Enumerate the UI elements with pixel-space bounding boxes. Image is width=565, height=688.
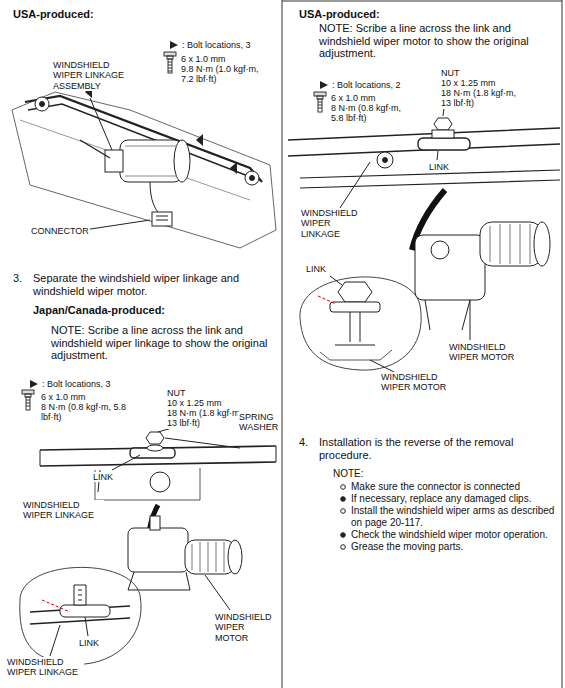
step-number: 3. <box>12 272 23 285</box>
note-text: NOTE: Scribe a line across the link and … <box>318 22 556 60</box>
torque-spec: 9.8 N·m (1.0 kgf·m, 7.2 lbf·ft) <box>180 64 262 85</box>
torque-spec: 8 N·m (0.8 kgf·m, 5.8 lbf·ft) <box>40 402 128 423</box>
part-label: WINDSHIELD WIPER MOTOR <box>380 372 458 393</box>
step-text: Installation is the reverse of the remov… <box>318 436 556 461</box>
part-label: LINK <box>305 264 327 274</box>
page-border <box>562 0 563 688</box>
note-item: If necessary, replace any damaged clips. <box>350 493 558 505</box>
bolt-size: 10 x 1.25 mm <box>166 398 223 408</box>
linkage-drawing <box>40 432 276 500</box>
part-label: WINDSHIELD WIPER LINKAGE ASSEMBLY <box>52 60 132 91</box>
bolt-size: 6 x 1.0 mm <box>330 93 377 103</box>
torque-spec: 18 N·m (1.8 kgf·m, 13 lbf·ft) <box>166 408 248 429</box>
part-label: LINK <box>78 638 100 648</box>
part-label: WINDSHIELD WIPER LINKAGE <box>300 208 372 239</box>
bolt-legend: : Bolt locations, 3 <box>181 40 252 50</box>
bolt-location-icon <box>30 41 328 388</box>
bolt-symbol <box>22 52 326 410</box>
part-label: WINDSHIELD WIPER LINKAGE <box>22 500 104 521</box>
part-label: WINDSHIELD WIPER MOTOR <box>448 342 522 363</box>
linkage-assembly-drawing <box>12 86 276 248</box>
list-bullet <box>341 485 346 550</box>
section-heading: USA-produced: <box>12 8 95 21</box>
part-label: LINK <box>428 162 450 172</box>
motor-drawing <box>412 190 550 330</box>
part-label: WINDSHIELD WIPER MOTOR <box>214 612 280 643</box>
leader-line <box>98 420 240 610</box>
detail-inset <box>300 277 421 370</box>
torque-spec: 18 N·m (1.8 kgf·m, 13 lbf·ft) <box>440 88 522 109</box>
part-label: CONNECTOR <box>30 226 90 236</box>
bolt-legend: : Bolt locations, 3 <box>41 379 112 389</box>
torque-spec: 8 N·m (0.8 kgf·m, 5.8 lbf·ft) <box>330 103 412 124</box>
bolt-size: 6 x 1.0 mm <box>180 54 227 64</box>
bolt-legend: : Bolt locations, 2 <box>331 80 402 90</box>
linkage-drawing <box>288 112 560 188</box>
detail-inset <box>20 567 141 664</box>
note-text: NOTE: Scribe a line across the link and … <box>50 324 274 362</box>
bolt-size: 6 x 1.0 mm <box>40 392 87 402</box>
note-text: NOTE: <box>332 468 365 480</box>
motor-drawing <box>128 505 242 590</box>
bolt-size: 10 x 1.25 mm <box>440 78 497 88</box>
step-text: Separate the windshield wiper linkage an… <box>32 272 272 297</box>
part-label: NUT <box>440 68 461 78</box>
note-item: Grease the moving parts. <box>350 541 558 553</box>
part-label: LINK <box>92 472 114 482</box>
part-label: SPRING WASHER <box>238 412 280 433</box>
leader-line <box>84 98 150 230</box>
page-border <box>282 1 562 2</box>
column-divider <box>282 0 283 688</box>
note-item: Check the windshield wiper motor operati… <box>350 529 558 541</box>
note-item: Install the windshield wiper arms as des… <box>350 505 558 528</box>
step-number: 4. <box>298 436 309 449</box>
section-heading: USA-produced: <box>298 8 381 21</box>
section-heading: Japan/Canada-produced: <box>32 304 166 317</box>
part-label: WINDSHIELD WIPER LINKAGE <box>6 657 84 678</box>
part-label: NUT <box>166 388 187 398</box>
